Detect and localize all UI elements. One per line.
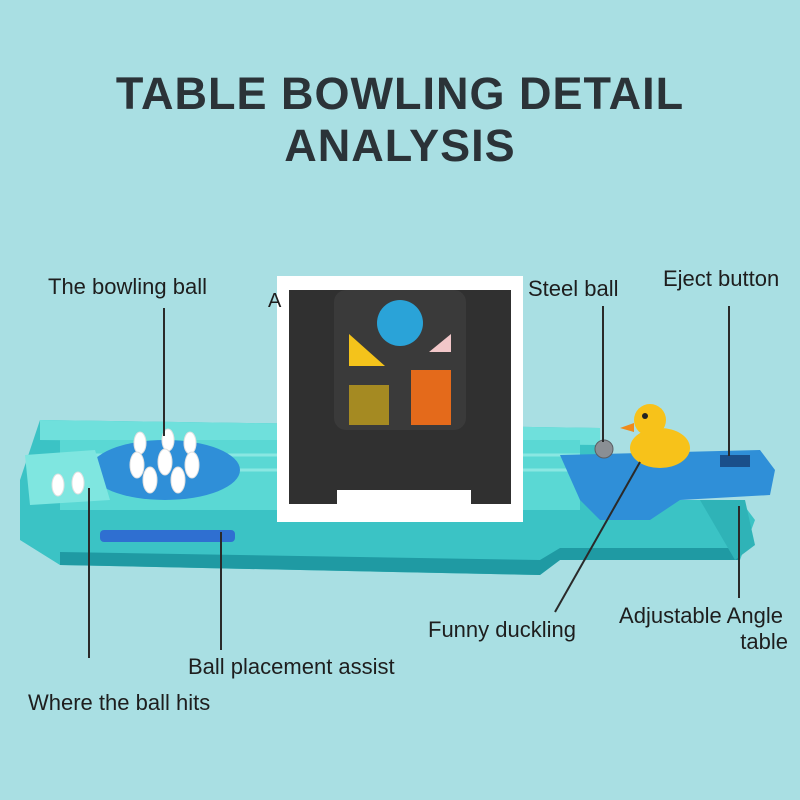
label-partial: A xyxy=(268,290,282,312)
angle-stand xyxy=(700,500,755,560)
leader-eject-button xyxy=(728,306,730,456)
placeholder-square-orange xyxy=(411,370,451,425)
label-ball-placement-assist: Ball placement assist xyxy=(188,654,395,679)
eject-slot xyxy=(720,455,750,467)
leader-where-ball-hits xyxy=(88,488,90,658)
label-adjustable-angle-line1: Adjustable Angle xyxy=(619,603,783,628)
placeholder-bottom-bar xyxy=(337,490,471,504)
placeholder-square-olive xyxy=(349,385,389,425)
steel-ball xyxy=(594,439,614,459)
launcher-platform xyxy=(560,450,775,520)
placeholder-image xyxy=(277,276,523,522)
label-where-ball-hits: Where the ball hits xyxy=(28,690,211,715)
placeholder-triangle-pink xyxy=(429,334,451,352)
leader-bowling-ball xyxy=(163,308,165,436)
duck-eye xyxy=(642,413,648,419)
page-title: TABLE BOWLING DETAIL ANALYSIS xyxy=(115,68,685,171)
label-adjustable-angle: Adjustable Angle table xyxy=(612,603,790,655)
duck-head xyxy=(634,404,666,436)
duck-beak xyxy=(620,423,634,432)
placeholder-circle xyxy=(377,300,423,346)
leader-steel-ball xyxy=(602,306,604,442)
placeholder-image-inner xyxy=(289,290,511,504)
placement-handle xyxy=(100,530,235,542)
leader-adjustable-angle xyxy=(738,506,740,598)
label-adjustable-angle-line2: table xyxy=(740,629,788,654)
leader-ball-placement xyxy=(220,532,222,650)
bowling-pins xyxy=(51,428,200,497)
label-eject-button: Eject button xyxy=(663,266,780,291)
label-funny-duckling: Funny duckling xyxy=(428,617,576,642)
label-steel-ball: Steel ball xyxy=(528,276,619,301)
placeholder-triangle-yellow xyxy=(349,334,385,366)
duck-body xyxy=(630,428,690,468)
toy-bottom-edge xyxy=(60,548,740,575)
label-bowling-ball: The bowling ball xyxy=(48,274,207,299)
